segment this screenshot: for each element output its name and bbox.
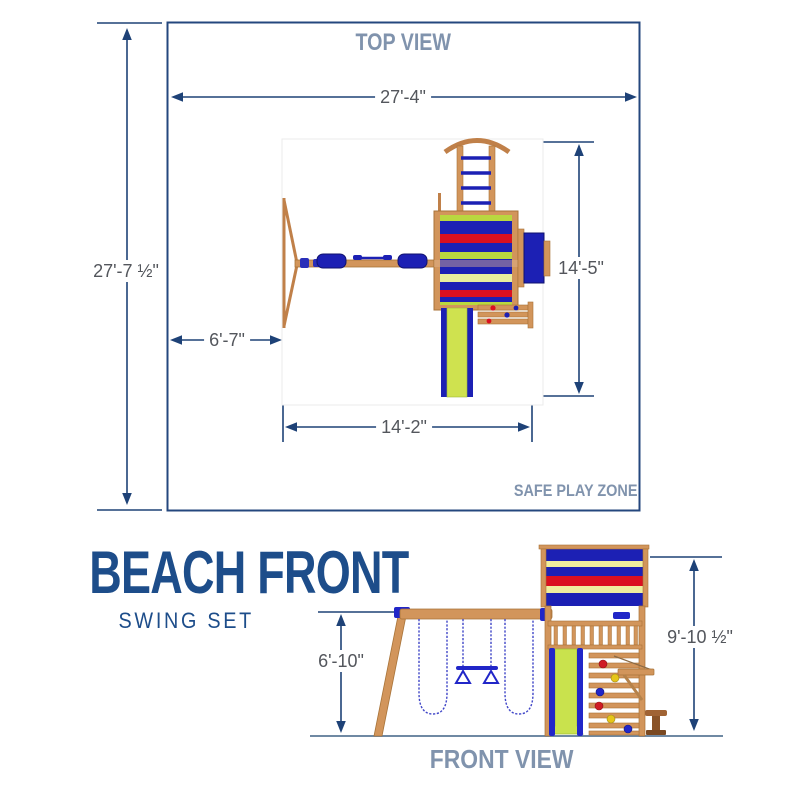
topview-swing-seat [316,253,347,269]
front-view-illustration [373,544,667,737]
front-view-caption: FRONT VIEW [377,746,627,772]
front-view-caption-text: FRONT VIEW [430,744,574,774]
dim-overall-height: 9'-10 ½" [662,626,738,648]
top-view-title: TOP VIEW [167,31,640,55]
product-branding: BEACH FRONT SWING SET [36,539,409,633]
frontview-rock-wall [588,652,640,736]
topview-rock-wall [477,301,534,329]
frontview-canopy [538,544,650,608]
safe-play-zone-label: SAFE PLAY ZONE [397,482,637,499]
topview-side-wing [517,228,551,288]
dimension-arrowheads [122,28,699,733]
topview-aframe [282,198,299,328]
safe-play-zone-box [166,21,641,512]
dim-set-width: 14'-2" [376,416,432,438]
top-view-title-text: TOP VIEW [355,29,452,56]
frontview-beam [399,608,553,620]
frontview-railing [547,620,643,650]
frontview-telescope [613,612,630,619]
dim-overall-depth: 27'-7 ½" [88,260,164,282]
topview-canopy [433,210,519,311]
safe-play-zone-text: SAFE PLAY ZONE [513,481,637,500]
frontview-aframe-leg [373,610,408,737]
dim-side-clearance: 6'-7" [204,329,250,351]
topview-monkey-bars [443,138,511,215]
frontview-stool [645,710,667,735]
topview-swing-seat [397,253,428,269]
frontview-slide [548,648,584,736]
product-name: BEACH FRONT [89,539,409,606]
top-view-illustration [281,138,551,406]
dim-set-depth: 14'-5" [553,257,609,279]
product-type: SWING SET [118,608,254,633]
dim-overall-width: 27'-4" [375,86,431,108]
dim-beam-height: 6'-10" [313,650,369,672]
frontview-swings [418,619,534,715]
frontview-trapeze [454,666,500,684]
topview-slide [441,307,473,398]
frontview-table [613,655,655,701]
